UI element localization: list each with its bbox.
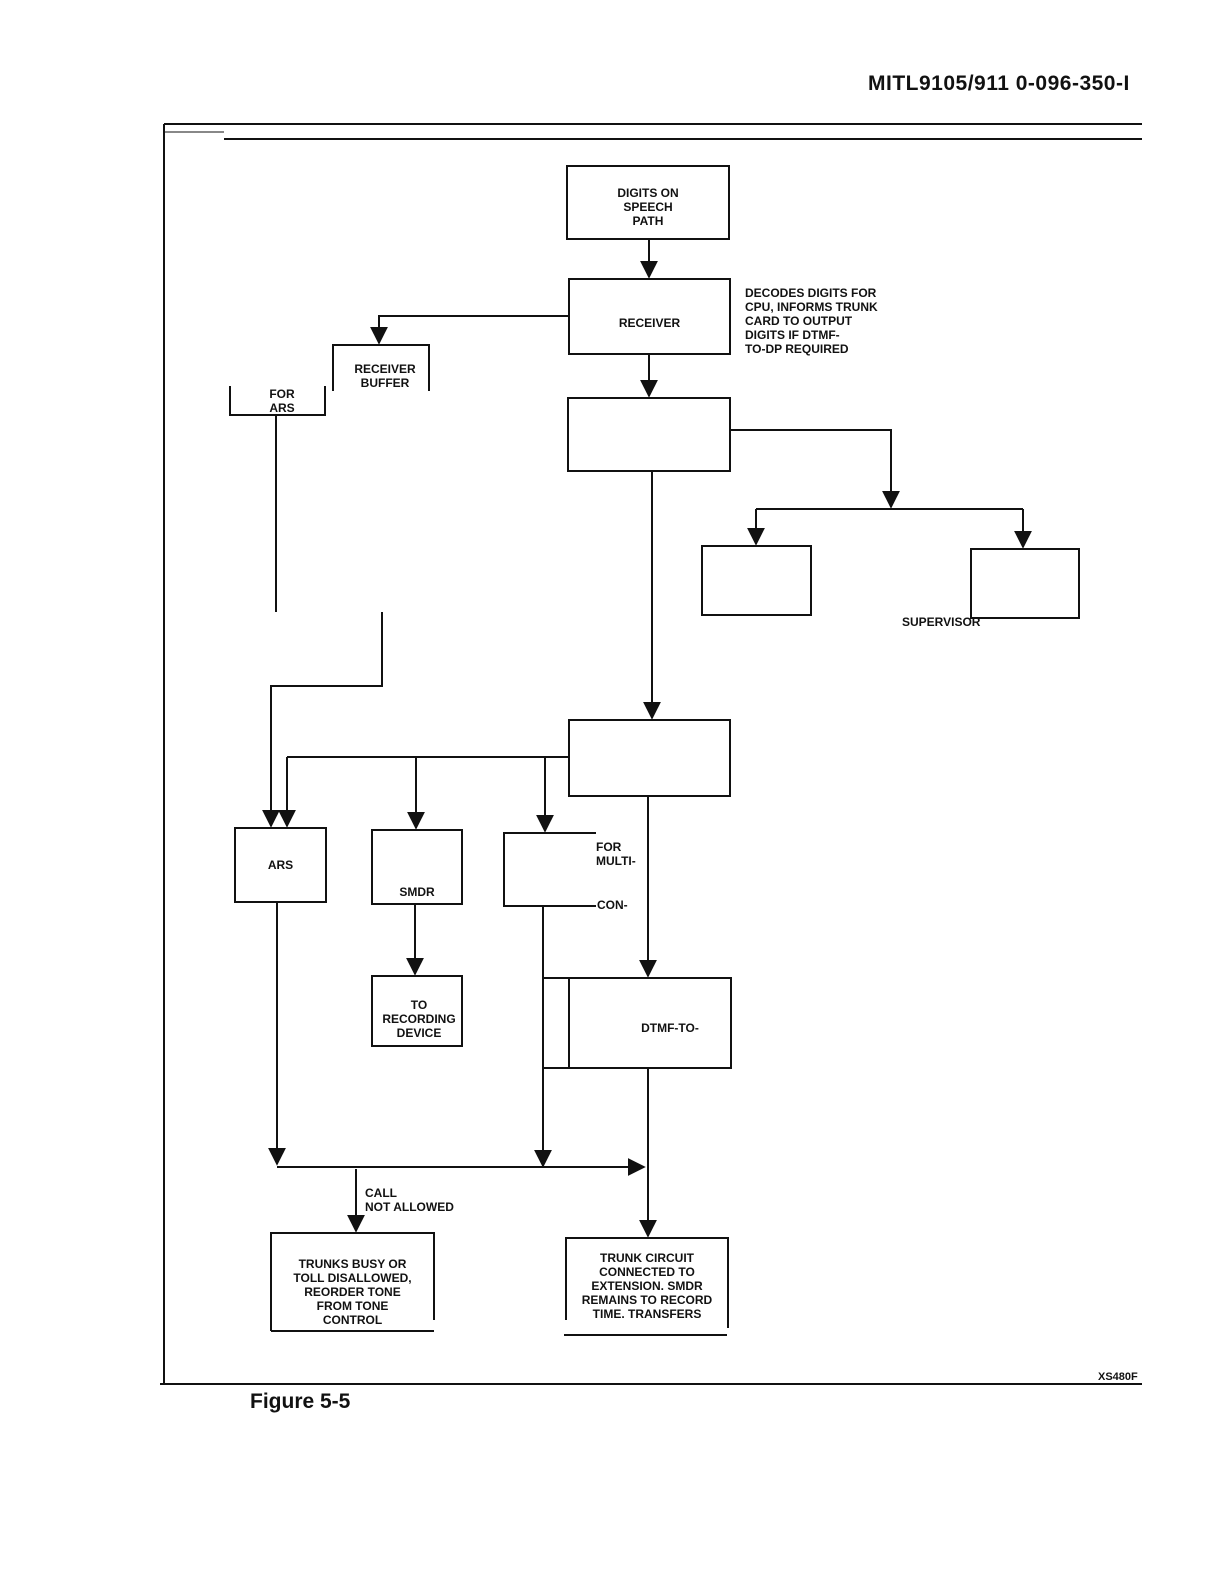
- document-id: MITL9105/911 0-096-350-I: [868, 72, 1130, 95]
- figure-caption: Figure 5-5: [250, 1390, 351, 1413]
- box-dtmf-to: [568, 977, 732, 1069]
- label-to-recording-device: TO RECORDING DEVICE: [382, 998, 456, 1040]
- label-for-ars: FOR ARS: [269, 387, 295, 415]
- label-receiver-note: DECODES DIGITS FOR CPU, INFORMS TRUNK CA…: [745, 286, 878, 356]
- label-receiver-buffer: RECEIVER BUFFER: [354, 362, 416, 390]
- box-smdr: [371, 829, 463, 905]
- box-trunks-busy: [270, 1232, 435, 1331]
- label-digits-on-speech-path: DIGITS ON SPEECH PATH: [617, 186, 679, 228]
- box-to-recording-device: [371, 975, 463, 1047]
- box-trunk-circuit: [565, 1237, 729, 1328]
- box-for-ars: [229, 386, 326, 416]
- arrow-receiver-to-buffer: [370, 315, 569, 345]
- label-smdr: SMDR: [399, 885, 435, 899]
- arrow-main-to-branch: [730, 429, 900, 509]
- label-receiver: RECEIVER: [618, 316, 681, 330]
- label-con: CON-: [597, 898, 628, 912]
- label-for-multi: FOR MULTI-: [596, 840, 636, 868]
- box-middle-unit: [568, 719, 731, 797]
- box-main-unit: [567, 397, 731, 472]
- box-ars: [234, 827, 327, 903]
- label-dtmf-to: DTMF-TO-: [641, 1021, 699, 1035]
- label-ars: ARS: [267, 858, 294, 872]
- box-receiver-buffer: [332, 344, 430, 391]
- label-trunk-circuit: TRUNK CIRCUIT CONNECTED TO EXTENSION. SM…: [581, 1251, 713, 1321]
- figure-code: XS480F: [1098, 1371, 1138, 1383]
- arrow-buffer-to-ars: [262, 612, 383, 828]
- label-trunks-busy: TRUNKS BUSY OR TOLL DISALLOWED, REORDER …: [293, 1257, 412, 1327]
- box-left-empty: [701, 545, 812, 616]
- label-supervisor: SUPERVISOR: [902, 615, 981, 629]
- box-supervisor: [970, 548, 1080, 619]
- box-for-multi: [503, 832, 596, 907]
- label-call-not-allowed: CALL NOT ALLOWED: [365, 1186, 454, 1214]
